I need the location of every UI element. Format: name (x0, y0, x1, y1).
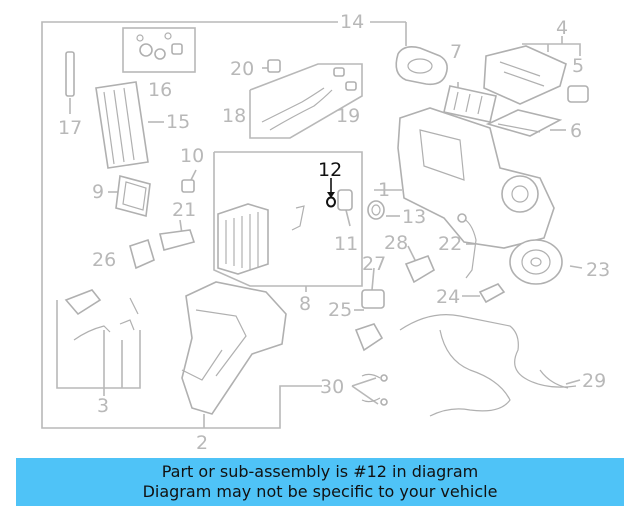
callout-labels: 14 4 5 7 6 1 13 22 23 28 24 27 25 29 30 … (58, 11, 610, 454)
callout-5: 5 (572, 55, 584, 77)
callout-18: 18 (222, 105, 246, 127)
callout-17: 17 (58, 117, 82, 139)
callout-10: 10 (180, 145, 204, 167)
callout-6: 6 (570, 120, 582, 142)
callout-9: 9 (92, 181, 104, 203)
callout-26: 26 (92, 249, 116, 271)
info-banner: Part or sub-assembly is #12 in diagram D… (16, 458, 624, 506)
banner-line-part: Part or sub-assembly is #12 in diagram (161, 462, 479, 481)
leader-lines (69, 67, 583, 405)
callout-25: 25 (328, 299, 352, 321)
callout-11: 11 (334, 233, 358, 255)
callout-4: 4 (556, 17, 568, 39)
callout-24: 24 (436, 286, 460, 308)
callout-7: 7 (450, 41, 462, 63)
callout-1: 1 (378, 179, 390, 201)
group-frame (41, 21, 581, 429)
callout-14: 14 (340, 11, 364, 33)
callout-30: 30 (320, 376, 344, 398)
callout-15: 15 (166, 111, 190, 133)
callout-20: 20 (230, 58, 254, 80)
callout-3: 3 (97, 395, 109, 417)
callout-12-highlighted: 12 (318, 159, 342, 181)
callout-19: 19 (336, 105, 360, 127)
parts-diagram: 14 4 5 7 6 1 13 22 23 28 24 27 25 29 30 … (41, 11, 610, 454)
callout-16: 16 (148, 79, 172, 101)
callout-13: 13 (402, 206, 426, 228)
part-illustrations (64, 32, 589, 417)
callout-27: 27 (362, 253, 386, 275)
banner-line-disclaimer: Diagram may not be specific to your vehi… (142, 482, 498, 501)
callout-23: 23 (586, 259, 610, 281)
callout-21: 21 (172, 199, 196, 221)
callout-2: 2 (196, 432, 208, 454)
callout-8: 8 (299, 293, 311, 315)
callout-22: 22 (438, 233, 462, 255)
callout-28: 28 (384, 232, 408, 254)
callout-29: 29 (582, 370, 606, 392)
